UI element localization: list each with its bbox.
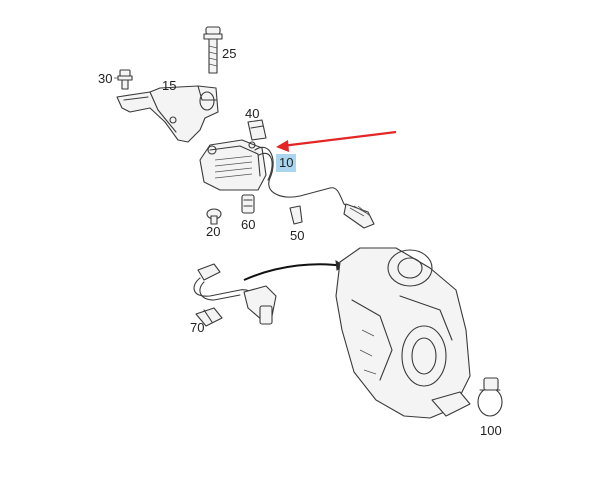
connector-60 [241, 194, 255, 214]
flow-arrow [243, 260, 345, 281]
callout-70: 70 [190, 320, 205, 335]
screw-20 [206, 208, 222, 225]
clamp-100 [477, 377, 503, 417]
bracket-15 [116, 85, 219, 143]
sensor-harness-70 [193, 263, 277, 327]
screw-30 [117, 69, 133, 90]
callout-20: 20 [206, 224, 221, 239]
clip-50 [289, 205, 303, 225]
exhaust-unit [335, 247, 471, 419]
callout-25: 25 [222, 46, 237, 61]
callout-40: 40 [245, 106, 260, 121]
callout-10[interactable]: 10 [276, 154, 297, 172]
callout-100: 100 [480, 423, 502, 438]
callout-50: 50 [290, 228, 305, 243]
red-pointer-arrow [276, 130, 397, 152]
sensor-module-10 [199, 139, 375, 229]
callout-15: 15 [162, 78, 177, 93]
clip-40 [247, 119, 267, 141]
bolt-25 [203, 26, 223, 74]
callout-30: 30 [98, 71, 113, 86]
callout-60: 60 [241, 217, 256, 232]
